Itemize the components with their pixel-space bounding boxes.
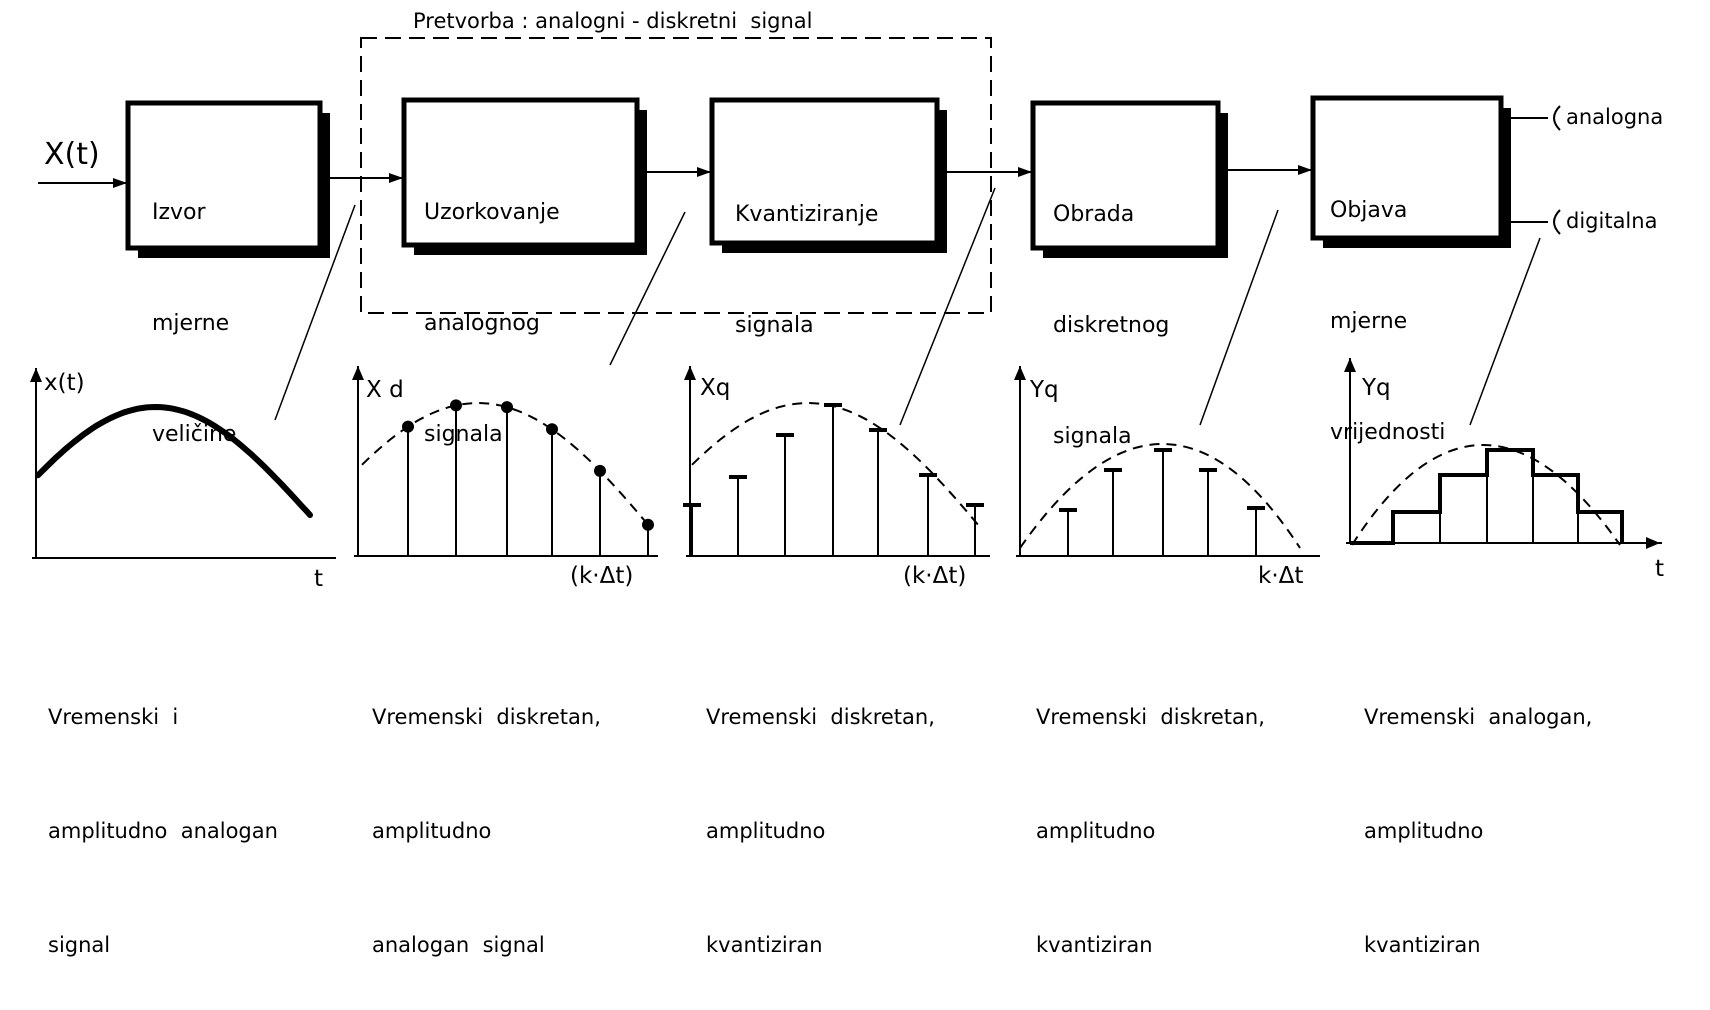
plot2-sample-point (501, 401, 513, 414)
caption-line: amplitudno (706, 819, 826, 843)
block-quantization-line: signala (735, 313, 814, 338)
output-analog-label: analogna (1566, 105, 1664, 129)
block-processing-line: signala (1053, 424, 1132, 449)
caption-3: Vremenski diskretan, amplitudno kvantizi… (706, 652, 935, 1010)
plot2-sample-point (642, 518, 654, 531)
caption-line: kvantiziran (1364, 933, 1481, 957)
block-sampling (401, 97, 647, 255)
block-sampling-line: Uzorkovanje (424, 200, 560, 225)
conversion-group-frame (360, 37, 992, 314)
block-display-line: mjerne (1330, 309, 1408, 334)
block-quantization-text: Kvantiziranje signala (735, 122, 878, 418)
block-sampling-line: signala (424, 422, 503, 447)
caption-line: Vremenski diskretan, (1036, 705, 1265, 729)
plot2-sample-point (546, 423, 558, 436)
block-source-line: mjerne (152, 311, 230, 336)
plot1-y-label: x(t) (44, 370, 85, 396)
caption-1: Vremenski i amplitudno analogan signal (48, 652, 278, 1010)
plot2-sample-point (450, 399, 462, 412)
plot2-x-label: (k·Δt) (570, 563, 634, 589)
plot3-envelope (691, 401, 983, 531)
plot5-x-label: t (1655, 556, 1665, 582)
caption-line: signal (48, 933, 111, 957)
block-source (125, 100, 330, 258)
block-processing-text: Obrada diskretnog signala (1053, 122, 1169, 529)
block-display-line: vrijednosti (1330, 420, 1446, 445)
conversion-group-label: Pretvorba : analogni - diskretni signal (413, 9, 813, 33)
leader-lines (274, 187, 1541, 426)
caption-line: amplitudno (1036, 819, 1156, 843)
block-source-text: Izvor mjerne veličine (152, 120, 236, 527)
caption-line: Vremenski diskretan, (706, 705, 935, 729)
caption-line: kvantiziran (706, 933, 823, 957)
caption-line: amplitudno (372, 819, 492, 843)
caption-line: Vremenski i (48, 705, 179, 729)
block-quantization (709, 97, 947, 253)
caption-line: amplitudno analogan (48, 819, 278, 843)
caption-line: amplitudno (1364, 819, 1484, 843)
output-connectors (1503, 105, 1561, 235)
plot1-signal-curve (35, 403, 313, 518)
block-display (1310, 95, 1511, 248)
plot2-y-arrow (352, 366, 364, 380)
caption-line: kvantiziran (1036, 933, 1153, 957)
block-display-line: Objava (1330, 198, 1408, 223)
block-processing (1030, 100, 1228, 258)
plot2-sample-point (402, 420, 414, 433)
caption-4: Vremenski diskretan, amplitudno kvantizi… (1036, 652, 1265, 1010)
plot1-y-arrow (30, 368, 42, 382)
block-processing-line: Obrada (1053, 202, 1135, 227)
caption-line: Vremenski analogan, (1364, 705, 1593, 729)
diagram-canvas (30, 37, 1662, 559)
plot5-y-label: Yq (1362, 375, 1391, 401)
output-digital-label: digitalna (1566, 209, 1658, 233)
block-sampling-text: Uzorkovanje analognog signala (424, 120, 560, 527)
plot3-x-label: (k·Δt) (903, 563, 967, 589)
plot2-y-label: X d (366, 377, 404, 403)
caption-5: Vremenski analogan, amplitudno kvantizir… (1364, 652, 1592, 1010)
block-source-line: Izvor (152, 200, 206, 225)
plot5-x-arrow (1646, 537, 1660, 549)
plot3-y-arrow (684, 366, 696, 380)
input-signal-label: X(t) (44, 137, 100, 172)
measurement-chain-diagram: Pretvorba : analogni - diskretni signal … (30, 9, 1665, 957)
block-display-text: Objava mjerne vrijednosti (1330, 118, 1445, 525)
block-source-line: veličine (152, 422, 237, 447)
block-processing-line: diskretnog (1053, 313, 1170, 338)
caption-line: Vremenski diskretan, (372, 705, 601, 729)
plot2-sample-point (594, 464, 606, 477)
signal-plots (30, 358, 1662, 559)
plot5-envelope (1351, 444, 1621, 546)
block-sampling-line: analognog (424, 311, 540, 336)
plot5-y-arrow (1344, 358, 1356, 372)
plot3-y-label: Xq (700, 375, 731, 401)
block-quantization-line: Kvantiziranje (735, 202, 879, 227)
plot4-y-arrow (1014, 366, 1026, 380)
caption-2: Vremenski diskretan, amplitudno analogan… (372, 652, 601, 1010)
plot4-y-label: Yq (1030, 377, 1059, 403)
plot1-x-label: t (314, 566, 324, 592)
plot4-x-label: k·Δt (1258, 563, 1304, 589)
caption-line: analogan signal (372, 933, 545, 957)
